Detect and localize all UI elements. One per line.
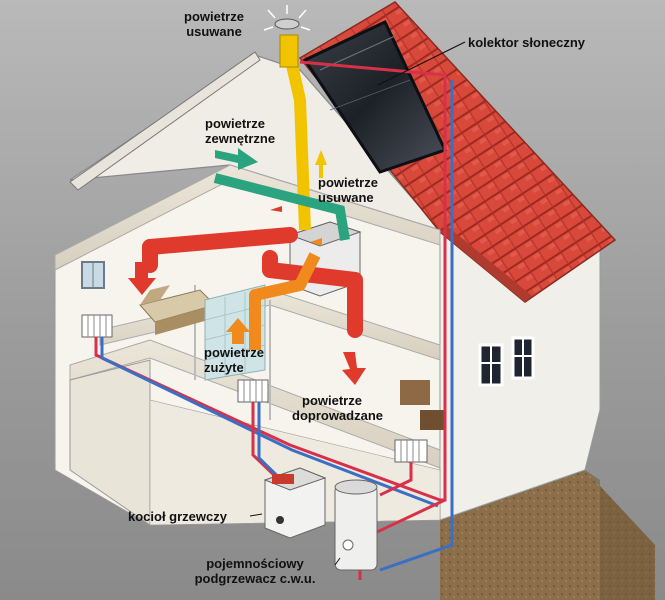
heating-pipes: [94, 60, 454, 580]
used-air-duct: [249, 252, 321, 350]
arrow-up-icon: [315, 150, 327, 178]
boiler-leader-line: [249, 513, 263, 517]
label-line: powietrze: [204, 345, 264, 360]
arrow-up-icon: [226, 318, 250, 344]
fan-icon: [263, 5, 311, 68]
label-line: powietrze: [205, 116, 265, 131]
label-line: powietrze: [184, 9, 244, 24]
label-exhaust-air-mid: powietrze usuwane: [318, 175, 378, 205]
radiator-icon: [237, 379, 269, 403]
window-icon: [478, 336, 535, 387]
label-line: zewnętrzne: [205, 131, 276, 146]
water-heater-unit: [334, 479, 378, 571]
arrow-down-icon: [342, 352, 366, 385]
radiator-icon: [81, 314, 113, 338]
arrow-right-icon: [310, 238, 322, 246]
label-supply-air: powietrze doprowadzane: [292, 393, 383, 423]
label-line: zużyte: [204, 360, 244, 375]
upper-floor-slab: [54, 164, 441, 271]
exhaust-duct-yellow: [286, 63, 311, 231]
label-solar-collector: kolektor słoneczny: [468, 35, 586, 50]
label-outside-air: powietrze zewnętrzne: [205, 116, 275, 146]
heater-leader-line: [334, 557, 341, 566]
label-line: powietrze: [318, 175, 378, 190]
label-roof-exhaust: powietrze usuwane: [170, 9, 258, 39]
arrow-right-icon: [270, 206, 282, 212]
label-line: pojemnościowy: [206, 556, 304, 571]
arrow-down-icon: [128, 262, 156, 295]
supply-duct: [142, 227, 363, 338]
label-line: usuwane: [186, 24, 242, 39]
label-line: powietrze: [302, 393, 362, 408]
label-used-air: powietrze zużyte: [204, 345, 264, 375]
label-boiler: kocioł grzewczy: [128, 509, 227, 524]
label-line: usuwane: [318, 190, 374, 205]
left-window-icon: [81, 261, 105, 289]
outside-air-duct: [213, 173, 350, 241]
bed-icon: [139, 285, 216, 335]
boiler-unit: [263, 467, 327, 539]
label-water-heater: pojemnościowy podgrzewacz c.w.u.: [170, 556, 340, 586]
living-room-chairs: [400, 380, 446, 430]
label-line: podgrzewacz c.w.u.: [194, 571, 316, 586]
radiator-icon: [394, 439, 428, 463]
arrow-right-icon: [215, 148, 258, 170]
solar-leader-line: [377, 41, 466, 86]
label-line: doprowadzane: [292, 408, 384, 423]
